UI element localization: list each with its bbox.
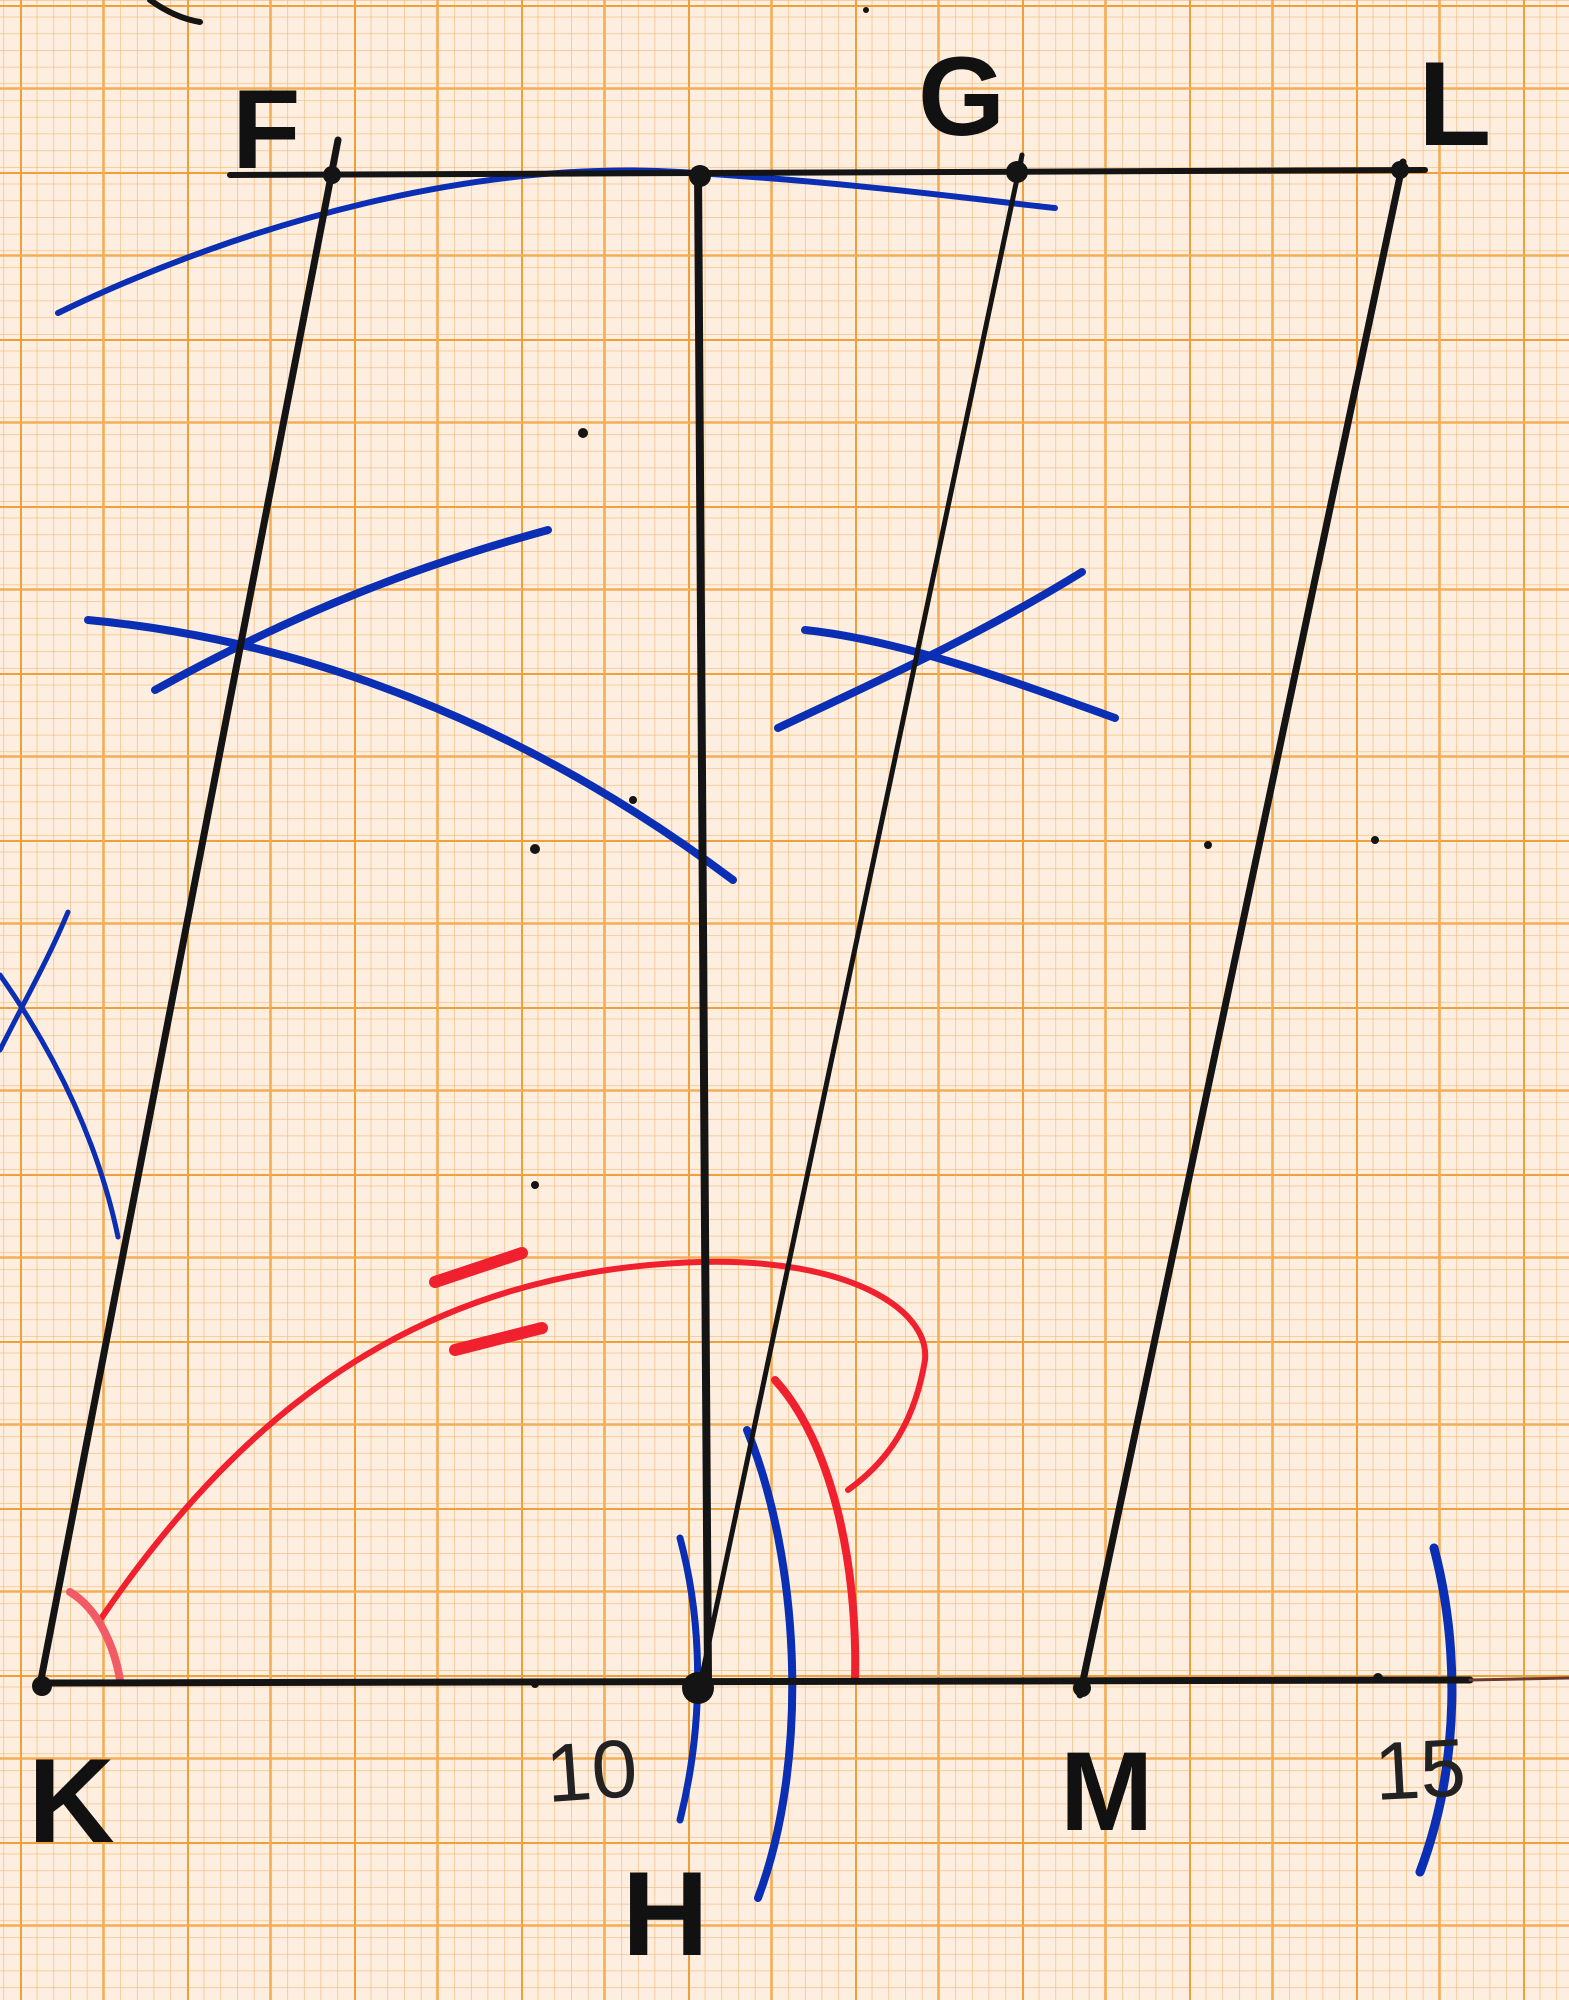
- equal-tick-2: [449, 1322, 548, 1356]
- dot-b: [530, 844, 540, 854]
- line-ML: [1076, 158, 1407, 1699]
- point-L: [1391, 161, 1409, 179]
- arc-right-b: [801, 626, 1119, 722]
- red-marks: [66, 1247, 929, 1684]
- dot-a: [578, 428, 588, 438]
- line-base-KM: [36, 1676, 1474, 1687]
- label-L: L: [1418, 37, 1491, 171]
- arc-fifteen: [1415, 1543, 1457, 1877]
- dot-d: [1204, 841, 1212, 849]
- tick-fifteen: [1373, 1673, 1383, 1683]
- point-F: [323, 166, 341, 184]
- point-K: [32, 1676, 52, 1696]
- tick-ten: [531, 1680, 539, 1688]
- blue-compass-arcs: [0, 167, 1457, 1902]
- red-arc-k: [66, 1588, 124, 1684]
- red-arc-large: [97, 1258, 929, 1623]
- label-H: H: [622, 1847, 709, 1981]
- points: [32, 7, 1409, 1704]
- label-G: G: [918, 34, 1005, 159]
- scale-label-10: 10: [543, 1723, 640, 1820]
- stray-mark: [147, 0, 203, 25]
- line-HG: [697, 152, 1025, 1688]
- red-arc-small: [771, 1376, 860, 1684]
- point-G: [1006, 161, 1028, 183]
- scale-label-15: 15: [1372, 1722, 1468, 1818]
- line-base-tail: [1468, 1676, 1569, 1682]
- line-top-FL: [227, 167, 1428, 178]
- arc-h-outer: [743, 1426, 797, 1902]
- dot-f: [629, 796, 637, 804]
- arc-left-lower: [84, 616, 737, 884]
- arc-left-upper: [151, 526, 552, 694]
- dot-g: [863, 7, 869, 13]
- line-H-vertical: [694, 166, 712, 1684]
- arc-edge-a: [0, 909, 71, 1053]
- equal-tick-1: [429, 1247, 528, 1288]
- point-H: [682, 1672, 714, 1704]
- label-M: M: [1060, 1729, 1153, 1854]
- line-KF: [36, 136, 342, 1689]
- dot-c: [531, 1181, 539, 1189]
- dot-e: [1371, 836, 1379, 844]
- label-F: F: [232, 67, 300, 192]
- black-lines: [36, 136, 1569, 1699]
- point-M: [1073, 1679, 1091, 1697]
- point-top-mid: [689, 165, 711, 187]
- arc-edge-b: [0, 972, 121, 1240]
- label-K: K: [28, 1734, 115, 1868]
